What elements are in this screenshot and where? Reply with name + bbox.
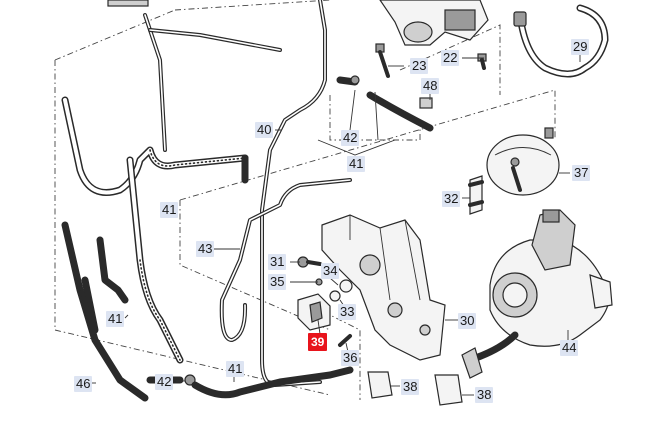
callout-35[interactable]: 35 xyxy=(268,274,287,290)
callout-39-highlighted[interactable]: 39 xyxy=(308,333,328,351)
callout-41-mid[interactable]: 41 xyxy=(160,202,179,218)
fasteners-31-36 xyxy=(297,256,353,347)
connector-48 xyxy=(336,75,434,132)
turbocharger-44 xyxy=(461,209,613,379)
callout-41-lower[interactable]: 41 xyxy=(226,361,245,377)
callout-41-upper[interactable]: 41 xyxy=(347,156,366,172)
callout-31[interactable]: 31 xyxy=(268,254,287,270)
hoses-41 xyxy=(61,96,249,364)
solenoid-valve-39 xyxy=(297,293,331,331)
callout-30[interactable]: 30 xyxy=(458,313,477,329)
callout-40[interactable]: 40 xyxy=(255,122,274,138)
callout-23[interactable]: 23 xyxy=(410,58,429,74)
hose-46 xyxy=(61,221,149,402)
hose-29 xyxy=(513,4,609,78)
callout-33[interactable]: 33 xyxy=(338,304,357,320)
callout-42-upper[interactable]: 42 xyxy=(341,130,360,146)
pipe-40 xyxy=(143,0,327,387)
assembly-guide-lines xyxy=(54,0,556,400)
intake-manifold-fragment xyxy=(107,0,489,46)
callout-32[interactable]: 32 xyxy=(442,191,461,207)
callout-22[interactable]: 22 xyxy=(441,50,460,66)
callout-34[interactable]: 34 xyxy=(321,263,340,279)
callout-44[interactable]: 44 xyxy=(560,340,579,356)
pipe-43 xyxy=(219,178,352,342)
callout-48[interactable]: 48 xyxy=(421,78,440,94)
bolt-23 xyxy=(375,43,390,78)
callout-36[interactable]: 36 xyxy=(341,350,360,366)
callout-38-left[interactable]: 38 xyxy=(401,379,420,395)
clamps-38 xyxy=(367,371,463,406)
callout-41-lower-left[interactable]: 41 xyxy=(106,311,125,327)
callout-46[interactable]: 46 xyxy=(74,376,93,392)
callout-42-lower[interactable]: 42 xyxy=(155,374,174,390)
vacuum-reservoir-37 xyxy=(486,127,560,196)
callout-29[interactable]: 29 xyxy=(571,39,590,55)
bracket-30 xyxy=(321,214,446,361)
callout-38-right[interactable]: 38 xyxy=(475,387,494,403)
callout-43[interactable]: 43 xyxy=(196,241,215,257)
bolt-22 xyxy=(477,53,487,70)
callout-37[interactable]: 37 xyxy=(572,165,591,181)
bracket-32 xyxy=(468,175,484,215)
